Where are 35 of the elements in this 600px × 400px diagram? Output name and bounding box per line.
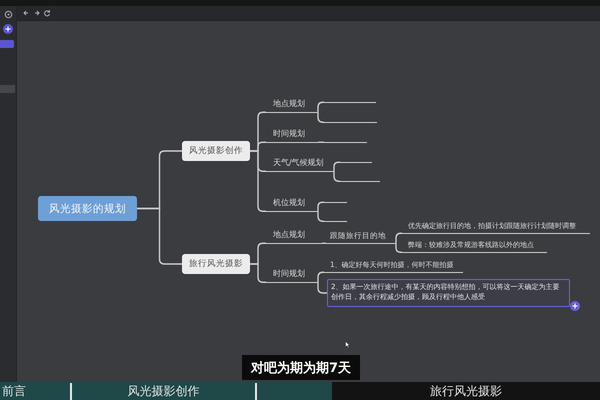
- connector-line: [317, 202, 324, 212]
- branch-line: [324, 220, 347, 222]
- topic-box: 旅行风光摄影: [182, 254, 250, 274]
- topic-box: 风光摄影创作: [182, 141, 250, 161]
- chapter-title: 前言: [1, 382, 27, 400]
- connector-line: [317, 112, 324, 123]
- branch-line: [340, 180, 380, 182]
- subtitle: 对吧为期为期7天: [242, 355, 360, 380]
- connector-line: [250, 263, 266, 283]
- connector-line: [137, 208, 182, 265]
- topic-label: 时间规划: [266, 128, 318, 143]
- connector-line: [317, 210, 324, 222]
- topic-label: 时间规划: [266, 268, 318, 283]
- branch-line: [324, 142, 367, 143]
- branch-line: [324, 202, 347, 203]
- connector-line: [317, 282, 327, 294]
- connector-line: [318, 142, 324, 143]
- topic-label: 地点规划: [266, 98, 318, 113]
- topic-label: 机位规划: [266, 197, 318, 212]
- chapter-title: 风光摄影创作: [126, 382, 200, 400]
- connector-line: [333, 162, 340, 172]
- branch-line: [340, 162, 372, 163]
- connector-line: [322, 242, 326, 244]
- connector-line: [333, 170, 340, 182]
- branch-line: [324, 122, 377, 123]
- branch-line: [324, 102, 376, 103]
- topic-label: 地点规划: [266, 229, 322, 244]
- connector-line: [395, 242, 402, 253]
- root-topic-box: 风光摄影的规划: [38, 196, 137, 221]
- connector-line: [317, 102, 324, 113]
- topic-label: 天气/气候规划: [266, 157, 334, 172]
- connector-line: [395, 232, 402, 244]
- connector-line: [317, 272, 324, 283]
- chapter-title: 旅行风光摄影: [429, 382, 503, 400]
- connector-line: [250, 150, 266, 212]
